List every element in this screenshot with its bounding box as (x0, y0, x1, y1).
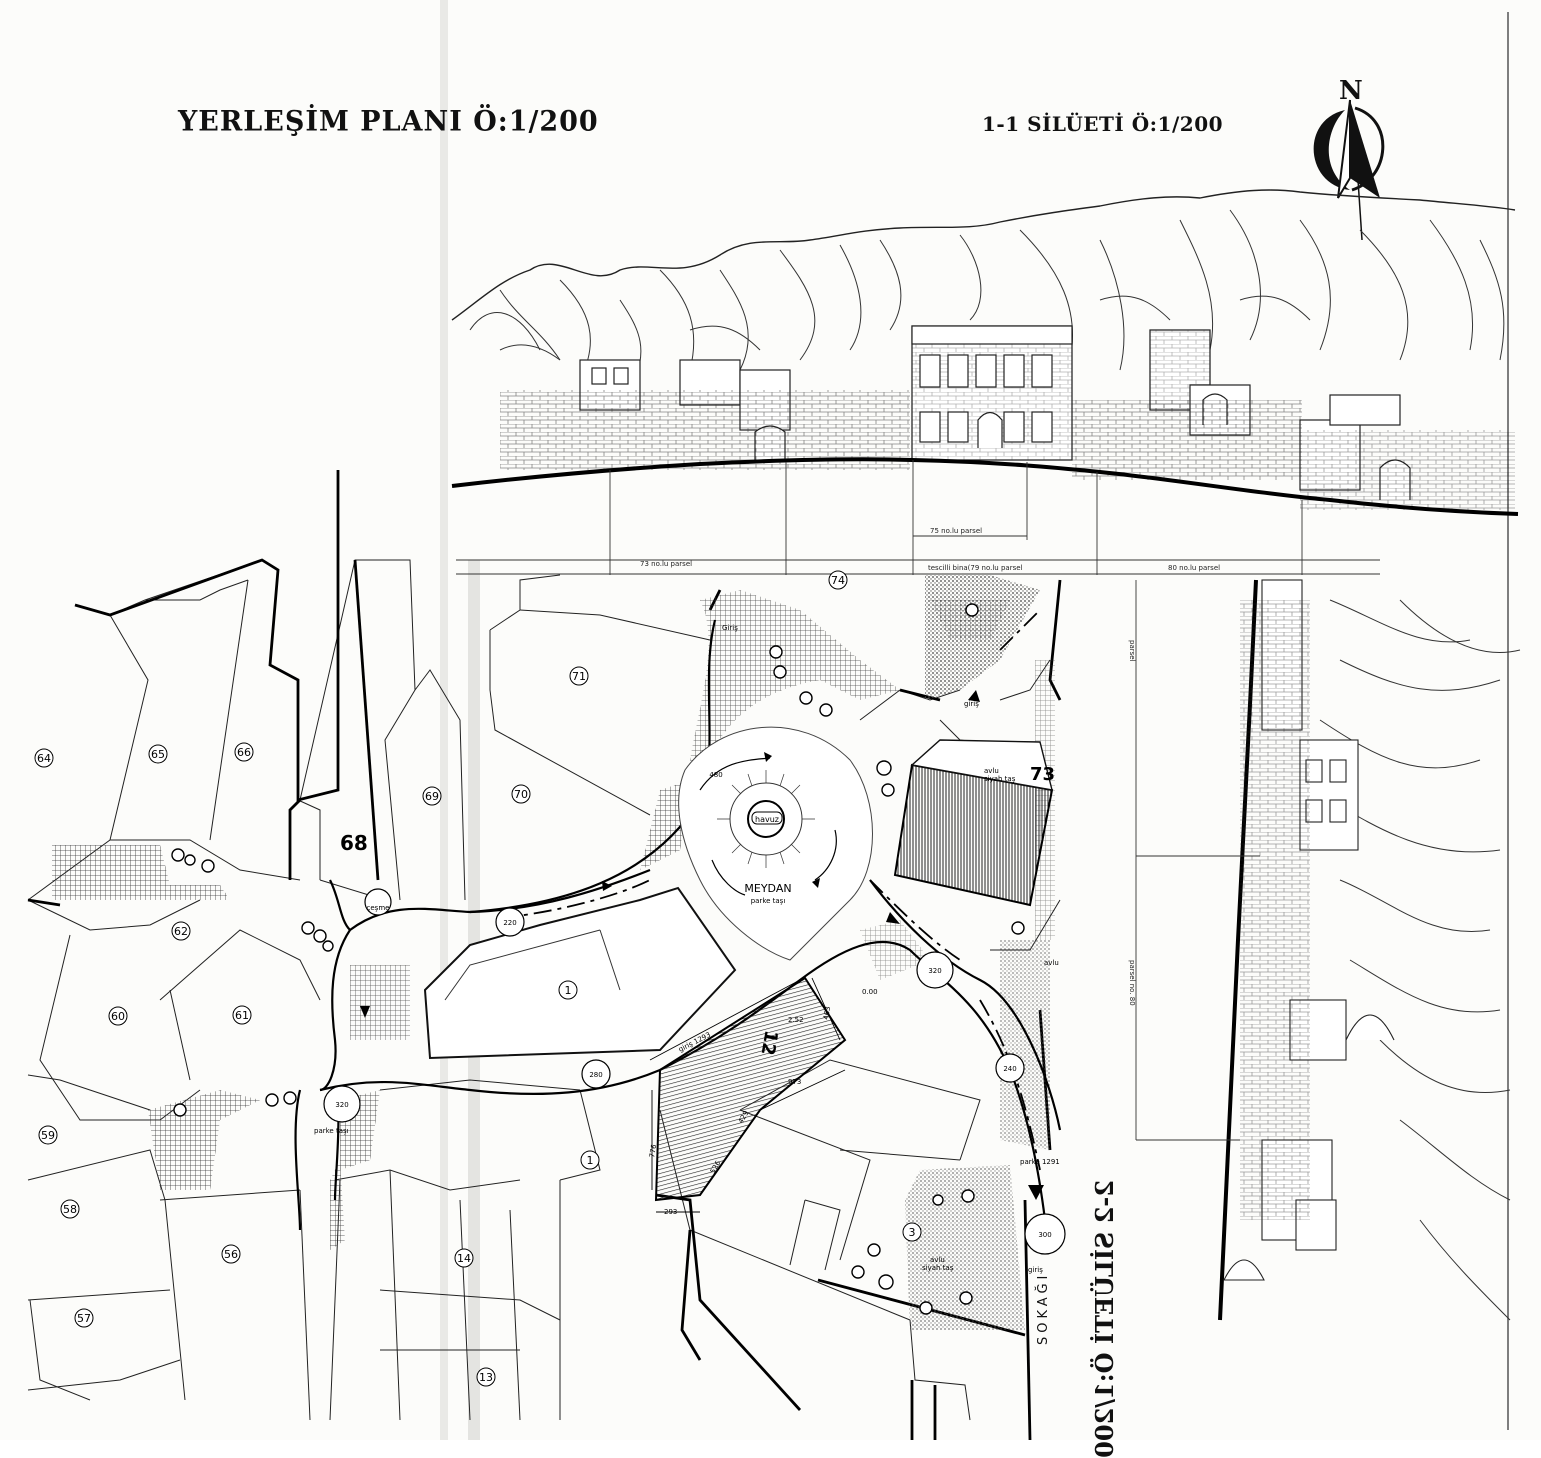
label-entrance-1: giriş (964, 700, 979, 708)
parcel-circle-71 (569, 666, 589, 686)
label-courtyard-3: avlu (1044, 959, 1059, 967)
parcel-circle-14 (454, 1248, 474, 1268)
label-cesme: çeşme (367, 904, 390, 912)
parcel-number-13: 13 (479, 1371, 493, 1384)
parcel-number-57: 57 (77, 1312, 91, 1325)
parcel-circle-1 (580, 1150, 600, 1170)
parcel-circle-60 (108, 1006, 128, 1026)
elevation-320-a: 320 (335, 1101, 348, 1109)
parcel-number-71: 71 (572, 670, 586, 683)
elevation-marker-220 (495, 907, 525, 937)
parcel-number-64: 64 (37, 752, 51, 765)
label-meydan-surface: parke taşı (751, 897, 786, 905)
parcel-circle-70 (511, 784, 531, 804)
elevation-320-b: 320 (928, 967, 941, 975)
parcel-number-69: 69 (425, 790, 439, 803)
parcel-number-58: 58 (63, 1203, 77, 1216)
tree-icons (171, 603, 1025, 1315)
label-vertical-parcel-80: parsel no. 80 (1128, 960, 1136, 1006)
label-courtyard-1: avlu (984, 767, 999, 775)
elevation-240: 240 (1003, 1065, 1016, 1073)
direction-arrows (360, 690, 1044, 1200)
parcel-circle-58 (60, 1199, 80, 1219)
parcel-number-66: 66 (237, 746, 251, 759)
meydan-square (678, 726, 873, 961)
label-parke-1291: parke 1291 (1020, 1158, 1060, 1166)
parcel-number-74: 74 (831, 574, 845, 587)
parcel-number-14: 14 (457, 1252, 471, 1265)
label-paving-left: parke taşı (314, 1127, 349, 1135)
label-dim-973: 973 (788, 1078, 801, 1086)
elevation-300: 300 (1038, 1231, 1051, 1239)
elevation-marker-280 (581, 1059, 611, 1089)
paving-areas (52, 575, 1055, 1330)
silhouette-1-title: 1-1 SİLÜETİ Ö:1/200 (982, 112, 1224, 136)
parcel-circle-62 (171, 921, 191, 941)
label-entrance-2: giriş (1028, 1266, 1043, 1274)
label-parcel-75: 75 no.lu parsel (930, 527, 982, 535)
label-radius: 480 (709, 771, 722, 779)
parcel-circle-1 (558, 980, 578, 1000)
parcel-number-65: 65 (151, 748, 165, 761)
north-label: N (1339, 76, 1363, 106)
parcel-circle-56 (221, 1244, 241, 1264)
parcel-circle-59 (38, 1125, 58, 1145)
elevation-marker-300 (1024, 1213, 1066, 1255)
label-level-252: 2.52 (788, 1016, 804, 1024)
silhouette-2-2-drawing: parsel parsel no. 80 (1128, 579, 1521, 1321)
parcel-circle-13 (476, 1367, 496, 1387)
elevation-marker-240 (995, 1053, 1025, 1083)
parcel-number-59: 59 (41, 1129, 55, 1142)
elevation-markers (323, 888, 1066, 1255)
parcel-circle-74 (828, 570, 848, 590)
parcel-number-56: 56 (224, 1248, 238, 1261)
parcel-number-70: 70 (514, 788, 528, 801)
parcel-12-label: 12 (757, 1029, 782, 1057)
parcel-circle-65 (148, 744, 168, 764)
parcel-73-label: 73 (1030, 764, 1055, 785)
parcel-circle-61 (232, 1005, 252, 1025)
elevation-marker-320-right (916, 951, 954, 989)
parcel-number-60: 60 (111, 1010, 125, 1023)
parcel-number-61: 61 (235, 1009, 249, 1022)
parcel-number-1: 1 (565, 984, 572, 997)
parcel-circle-66 (234, 742, 254, 762)
label-tescilli: tescilli bina(79 no.lu parsel (928, 564, 1023, 572)
parcel-circle-64 (34, 748, 54, 768)
elevation-220: 220 (503, 919, 516, 927)
parcel-number-3: 3 (909, 1226, 916, 1239)
parcel-number-1: 1 (587, 1154, 594, 1167)
parcel-68-label: 68 (340, 831, 368, 855)
plan-title: YERLEŞİM PLANI Ö:1/200 (178, 105, 599, 138)
building-parcel-1 (423, 886, 737, 1060)
label-courtyard-2-sub: siyah taş (922, 1264, 954, 1272)
parcel-circle-69 (422, 786, 442, 806)
label-level-000: 0.00 (862, 988, 878, 996)
label-dim-463: 463 (822, 1006, 832, 1021)
parcel-number-62: 62 (174, 925, 188, 938)
parcel-numbers: 64 65 66 69 70 71 62 60 61 59 58 56 57 1 14 13 3 74 1 (34, 570, 922, 1387)
label-parcel-80: 80 no.lu parsel (1168, 564, 1220, 572)
street-label: SOKAĞI (1036, 1271, 1051, 1345)
elevation-280: 280 (589, 1071, 602, 1079)
silhouette-2-title: 2-2 SİLÜETİ Ö:1/200 (1090, 1180, 1119, 1458)
label-parcel-73: 73 no.lu parsel (640, 560, 692, 568)
label-stairs: Giriş (722, 624, 738, 632)
elevation-marker-320-left (323, 1085, 361, 1123)
label-havuz: havuz (755, 815, 779, 824)
fountain-marker (364, 888, 392, 916)
parcel-circle-57 (74, 1308, 94, 1328)
parcel-circle-3 (902, 1222, 922, 1242)
label-meydan: MEYDAN (744, 882, 791, 895)
label-dim-776: 776 (648, 1143, 658, 1158)
label-vertical-parcel: parsel (1128, 640, 1136, 662)
label-courtyard-1-sub: siyah taş (984, 775, 1016, 783)
label-courtyard-2: avlu (930, 1256, 945, 1264)
silhouette-1-1-drawing: 73 no.lu parsel 75 no.lu parsel tescilli… (451, 189, 1519, 575)
north-arrow-icon (1313, 99, 1385, 241)
scan-seam (440, 0, 448, 1440)
